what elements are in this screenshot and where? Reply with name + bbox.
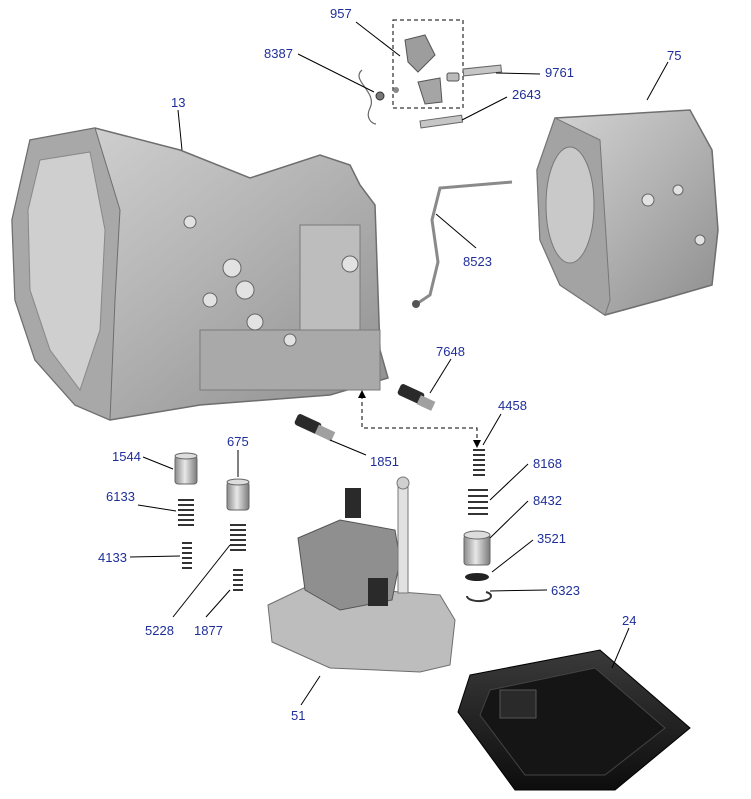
callout-6133: 6133 — [106, 489, 135, 504]
callout-13: 13 — [171, 95, 185, 110]
callout-8168: 8168 — [533, 456, 562, 471]
leader-lines — [129, 21, 669, 706]
callout-5228: 5228 — [145, 623, 174, 638]
piston-8432-illustration — [463, 530, 491, 566]
callout-51: 51 — [291, 708, 305, 723]
callout-8523: 8523 — [463, 254, 492, 269]
callout-8387: 8387 — [264, 46, 293, 61]
callout-9761: 9761 — [545, 65, 574, 80]
spring-5228-illustration — [230, 524, 246, 551]
spring-6133-illustration — [178, 499, 194, 526]
callout-4133: 4133 — [98, 550, 127, 565]
callout-3521: 3521 — [537, 531, 566, 546]
cooler-tube-illustration — [417, 180, 513, 305]
callout-957: 957 — [330, 6, 352, 21]
oil-pan-illustration — [457, 649, 691, 791]
callout-2643: 2643 — [512, 87, 541, 102]
valve-body-illustration — [267, 476, 456, 673]
sensor-location-arrow — [361, 393, 478, 445]
callout-8432: 8432 — [533, 493, 562, 508]
transmission-case-illustration — [11, 127, 389, 421]
arrowhead-icon — [473, 440, 481, 448]
accumulator-piston-675-illustration — [226, 478, 250, 511]
accumulator-piston-1544-illustration — [174, 452, 198, 485]
callout-675: 675 — [227, 434, 249, 449]
seal-3521-illustration — [465, 573, 489, 581]
spring-4133-illustration — [182, 542, 192, 569]
arrowhead-icon — [358, 390, 366, 398]
callout-4458: 4458 — [498, 398, 527, 413]
extension-housing-illustration — [536, 109, 719, 316]
spring-1877-illustration — [233, 569, 243, 591]
speed-sensor-output-illustration — [397, 384, 436, 411]
callout-1877: 1877 — [194, 623, 223, 638]
speed-sensor-input-illustration — [294, 414, 336, 442]
snap-ring-6323-illustration — [465, 591, 492, 603]
callout-24: 24 — [622, 613, 636, 628]
callout-1544: 1544 — [112, 449, 141, 464]
park-linkage-assembly — [358, 19, 503, 129]
callout-7648: 7648 — [436, 344, 465, 359]
callout-1851: 1851 — [370, 454, 399, 469]
callout-75: 75 — [667, 48, 681, 63]
tube-fitting-illustration — [412, 300, 420, 308]
callout-6323: 6323 — [551, 583, 580, 598]
spring-4458-illustration — [473, 449, 485, 476]
spring-8168-illustration — [468, 489, 488, 515]
